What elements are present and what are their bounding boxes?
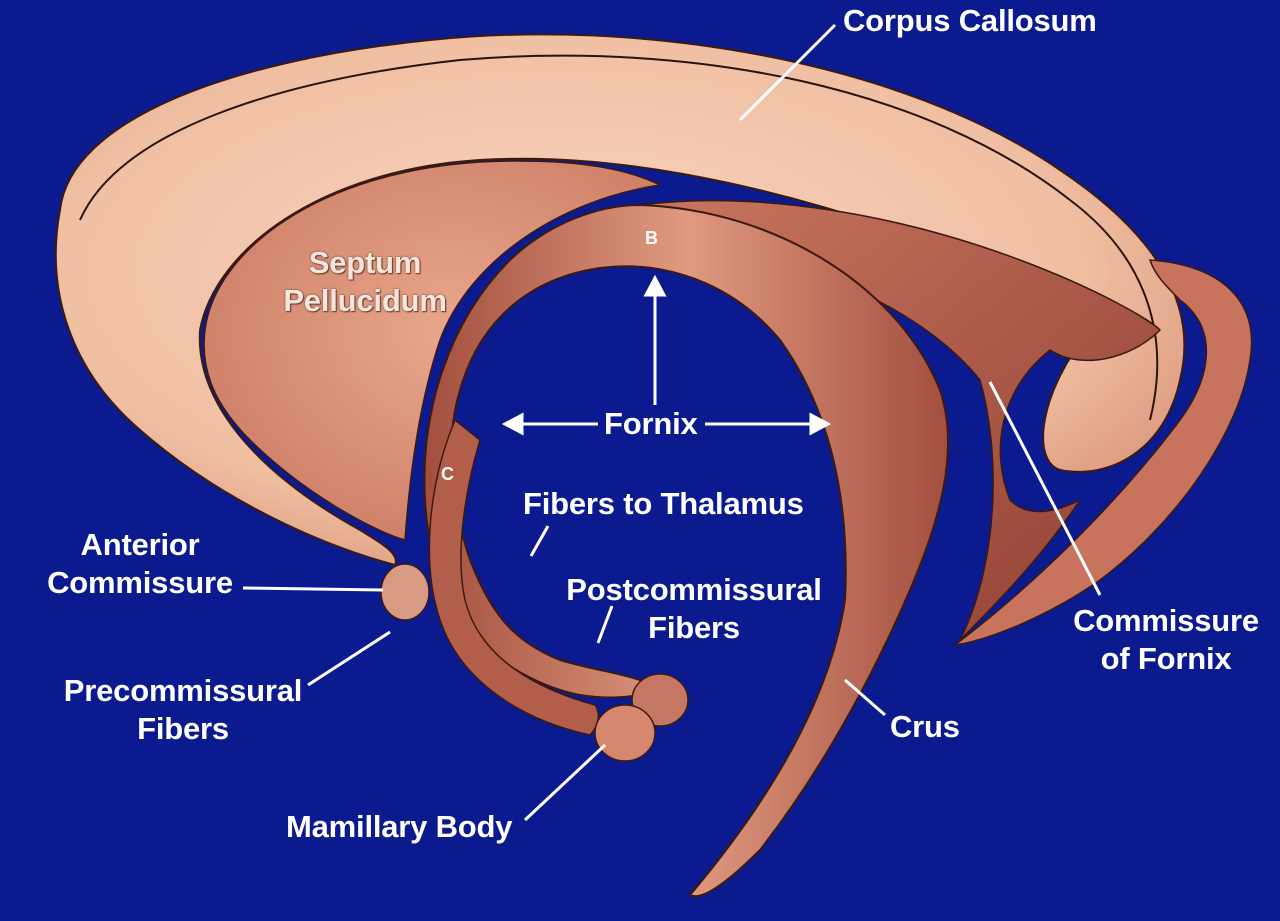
label-commissure-fornix-line2: of Fornix	[1100, 641, 1232, 676]
label-precommissural-fibers: Precommissural Fibers	[58, 672, 308, 748]
fornix-body	[423, 203, 950, 898]
septum-pellucidum-shape	[203, 160, 663, 541]
marker-c: C	[441, 464, 454, 484]
mamillary-body-front	[594, 704, 656, 762]
label-septum-line2: Pellucidum	[283, 283, 447, 318]
label-corpus-callosum: Corpus Callosum	[843, 3, 1097, 38]
label-precommissural-line2: Fibers	[137, 711, 229, 746]
corpus-callosum-inner-line	[79, 54, 1159, 421]
label-postcommissural-line2: Fibers	[648, 610, 740, 645]
label-commissure-of-fornix: Commissure of Fornix	[1066, 602, 1266, 678]
fornix-commissure-band	[639, 199, 1162, 641]
marker-b: B	[645, 228, 658, 248]
pointer-lines	[242, 23, 1102, 822]
label-fibers-to-thalamus: Fibers to Thalamus	[523, 486, 804, 521]
label-precommissural-line1: Precommissural	[63, 673, 303, 708]
label-anterior-commissure: Anterior Commissure	[40, 526, 240, 602]
label-mamillary-body: Mamillary Body	[286, 809, 513, 844]
anterior-commissure-shape	[380, 563, 430, 621]
fornix-right-flare	[952, 259, 1253, 647]
label-anterior-line1: Anterior	[80, 527, 200, 562]
label-septum-line1: Septum	[308, 245, 422, 280]
label-fornix: Fornix	[604, 406, 698, 441]
label-crus: Crus	[890, 709, 960, 744]
label-commissure-fornix-line1: Commissure	[1073, 603, 1259, 638]
label-postcommissural-line1: Postcommissural	[566, 572, 822, 607]
fornix-arrows	[501, 274, 832, 436]
label-anterior-line2: Commissure	[47, 565, 233, 600]
label-postcommissural-fibers: Postcommissural Fibers	[560, 571, 828, 647]
label-septum-pellucidum: Septum Pellucidum	[270, 244, 460, 320]
